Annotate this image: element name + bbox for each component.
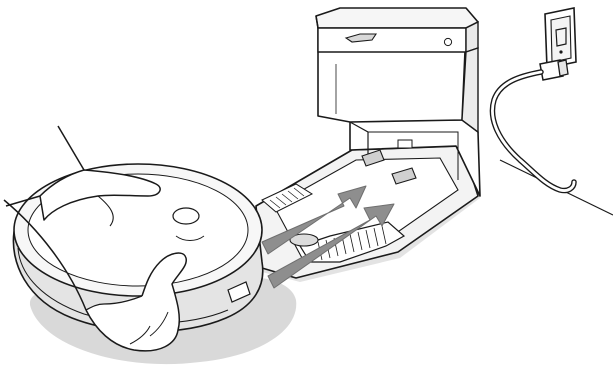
power-plug-icon [539, 59, 569, 81]
right-hand [3, 199, 187, 352]
charging-contacts [361, 149, 417, 185]
wall-outlet-icon [544, 7, 577, 69]
left-hand [5, 125, 161, 227]
insert-direction-arrow-icon [261, 185, 395, 289]
clean-base-dock-icon [255, 7, 481, 279]
